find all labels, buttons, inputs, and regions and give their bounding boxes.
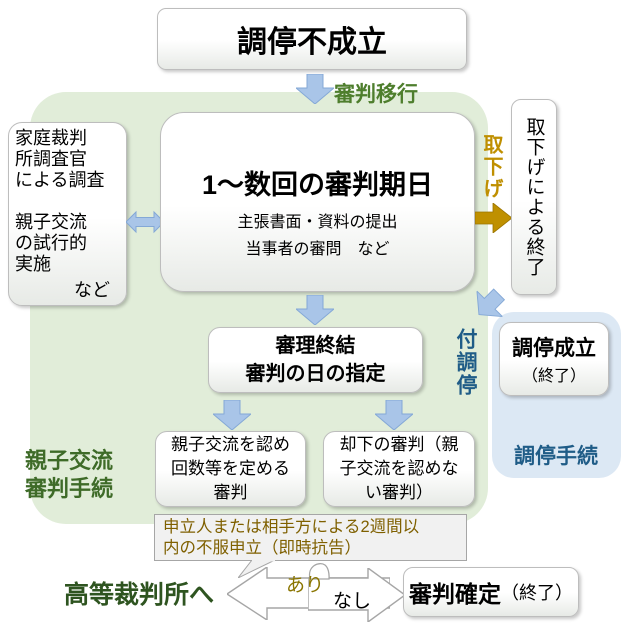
ruling-final-box: 審判確定 （終了） — [403, 567, 579, 617]
ruling-grant-box: 親子交流を認め 回数等を定める 審判 — [155, 431, 306, 507]
mediation-failed-label: 調停不成立 — [237, 26, 387, 59]
appeal-no-label: なし — [333, 591, 372, 612]
down-arrow-icon — [296, 74, 334, 104]
withdrawal-end-text: 取下げによる終了 — [523, 117, 545, 277]
hearing-sub1: 主張書面・資料の提出 — [237, 214, 398, 231]
ruling-final-main: 審判確定 — [409, 581, 501, 607]
mediation-success-line1: 調停成立 — [512, 337, 596, 360]
mediation-success-line2: （終了） — [521, 368, 586, 385]
mediation-success-box: 調停成立 （終了） — [499, 322, 609, 396]
investigation-text: 家庭裁判 所調査官 による調査 親子交流 の試行的 実施 — [15, 128, 105, 275]
referral-mediation-label: 付調停 — [454, 328, 477, 397]
transition-to-shinpan-label: 審判移行 — [334, 83, 418, 106]
appeal-yes-label: あり — [286, 575, 325, 596]
down-arrow-icon — [375, 400, 413, 430]
down-arrow-icon — [213, 400, 251, 430]
investigation-etc: など — [74, 280, 110, 301]
gold-right-arrow-icon — [475, 203, 512, 233]
investigation-box: 家庭裁判 所調査官 による調査 親子交流 の試行的 実施 など — [8, 122, 127, 306]
sw-arrow-icon — [476, 288, 506, 318]
ruling-final-sub: （終了） — [501, 583, 573, 603]
hearing-title: 1〜数回の審判期日 — [201, 170, 434, 200]
callout-tail — [238, 560, 276, 578]
right-block-arrow — [308, 568, 405, 622]
mediation-failed-box: 調停不成立 — [157, 8, 467, 70]
arrow-curl-icon — [308, 563, 330, 580]
shinpan-region-label: 親子交流 審判手続 — [25, 448, 114, 501]
mediation-region-label: 調停手続 — [514, 445, 598, 468]
withdrawal-end-box: 取下げによる終了 — [511, 99, 557, 295]
double-arrow-icon — [126, 210, 164, 234]
high-court-label: 高等裁判所へ — [64, 581, 215, 609]
appeal-callout-box: 申立人または相手方による2週間以 内の不服申立（即時抗告） — [154, 514, 467, 561]
hearing-sub2: 当事者の審問 など — [245, 241, 390, 258]
closing-box: 審理終結 審判の日の指定 — [208, 327, 423, 393]
hearing-dates-box: 1〜数回の審判期日 主張書面・資料の提出 当事者の審問 など — [160, 112, 475, 292]
down-arrow-icon — [296, 295, 334, 325]
ruling-dismiss-box: 却下の審判（親 子交流を認めな い審判） — [323, 431, 475, 507]
withdrawal-label: 取下げ — [480, 134, 502, 200]
